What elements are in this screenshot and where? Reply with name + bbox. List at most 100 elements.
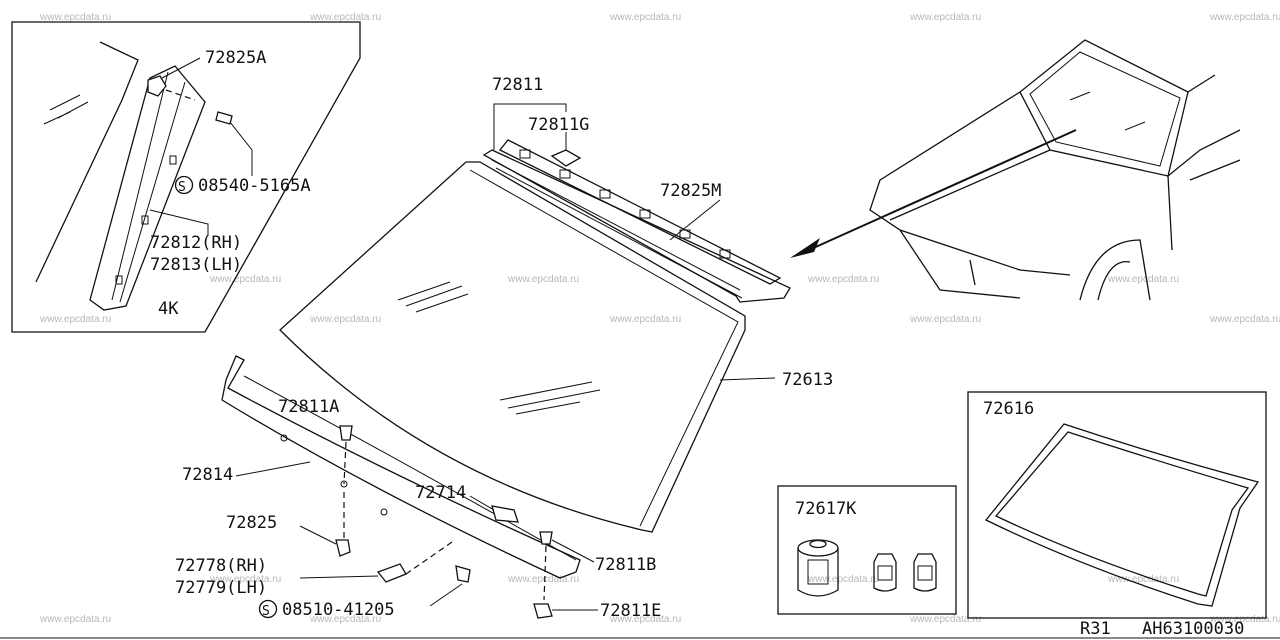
inset-frame (777, 485, 957, 615)
car-wheel-arch (1079, 239, 1151, 301)
part-label-72811a: 72811A (278, 397, 339, 417)
upper-molding: 72811 72811G 72825M (482, 75, 791, 303)
part-label-72778: 72778(RH) (175, 556, 267, 576)
watermark: www.epcdata.ru (1209, 12, 1280, 23)
car-side (1167, 159, 1241, 251)
footer: R31 AH63100030 (0, 619, 1280, 639)
watermark: www.epcdata.ru (39, 314, 111, 325)
watermark: www.epcdata.ru (807, 574, 879, 585)
watermark: www.epcdata.ru (39, 12, 111, 23)
part-label-72779: 72779(LH) (175, 578, 267, 598)
watermark: www.epcdata.ru (1209, 614, 1280, 625)
car-roof (1167, 74, 1241, 177)
arrow-head-icon (790, 238, 820, 258)
inset-frame (967, 391, 1267, 619)
bottle-icon (913, 553, 937, 592)
cowl-hole (280, 434, 288, 442)
watermark: www.epcdata.ru (209, 574, 281, 585)
watermark: www.epcdata.ru (209, 274, 281, 285)
seal-block (491, 505, 519, 523)
part-label-72825: 72825 (226, 513, 277, 533)
molding-slot (141, 215, 149, 225)
clip-icon (533, 603, 553, 619)
can-body (797, 548, 839, 597)
leader-line (429, 583, 463, 607)
seal-outline (984, 423, 1260, 607)
car-glass-reflection (1069, 91, 1146, 131)
seal-inner (994, 431, 1250, 597)
leader-line (551, 539, 595, 563)
inset-72616: 72616 (967, 391, 1267, 619)
top-molding-inner (491, 159, 743, 299)
pointer-arrow (799, 129, 1077, 255)
glass-edge-inner (469, 169, 739, 527)
watermark: www.epcdata.ru (909, 314, 981, 325)
part-label-72811g: 72811G (528, 115, 589, 135)
glass-reflection (43, 94, 89, 125)
inset-frame (11, 21, 361, 333)
bracket-icon (376, 563, 407, 583)
inset-4k: 72825A S 08540-5165A 72812(RH) 72813(LH)… (11, 21, 361, 333)
part-label-72825m: 72825M (660, 181, 721, 201)
leader-line (161, 57, 201, 79)
part-label-72714: 72714 (415, 483, 466, 503)
molding-slot (115, 275, 123, 285)
part-label-72814: 72814 (182, 465, 233, 485)
watermarks: www.epcdata.ru www.epcdata.ru www.epcdat… (39, 12, 1280, 625)
screw-icon (215, 111, 233, 125)
car-hood-line (889, 149, 1051, 221)
pillar-glass-edge (35, 41, 139, 283)
part-label-08540-5165a: 08540-5165A (198, 176, 311, 196)
leader-line (299, 525, 337, 545)
cowl-panel (221, 355, 581, 579)
watermark: www.epcdata.ru (507, 274, 579, 285)
car-sketch (790, 39, 1241, 301)
screw-icon (455, 565, 471, 583)
leader-line (469, 495, 495, 511)
glass-reflection (499, 381, 601, 415)
bottle-icon (873, 553, 897, 592)
part-label-08510-41205: 08510-41205 (282, 600, 395, 620)
watermark: www.epcdata.ru (609, 614, 681, 625)
glass-reflection (397, 281, 469, 313)
watermark: www.epcdata.ru (909, 614, 981, 625)
cowl-top: 72814 72811A 72825 72714 72778(RH) 72779… (175, 355, 661, 621)
screw-icon (339, 425, 353, 441)
clip-strip (498, 139, 782, 285)
watermark: www.epcdata.ru (309, 12, 381, 23)
leader-line (669, 199, 721, 241)
clip-icon (335, 539, 351, 557)
leader-line (235, 461, 311, 477)
screw-symbol: S (178, 180, 186, 195)
footer-code-right: AH63100030 (1142, 619, 1244, 639)
glass-outline (279, 161, 746, 533)
car-wheel (1097, 261, 1131, 301)
watermark: www.epcdata.ru (609, 12, 681, 23)
watermark: www.epcdata.ru (507, 574, 579, 585)
inset-72617k: 72617K (777, 485, 957, 615)
leader-line (149, 209, 209, 236)
part-label-72825a: 72825A (205, 48, 266, 68)
pillar-molding (89, 65, 206, 311)
pillar-molding-inner (111, 71, 186, 303)
part-label-72811b: 72811B (595, 555, 656, 575)
cowl-edge (243, 375, 577, 561)
bottle-label (917, 565, 933, 581)
car-windshield (1019, 39, 1189, 177)
leader-line (229, 121, 253, 176)
clip-icon (679, 229, 691, 239)
can-cap (809, 539, 827, 549)
clip-icon (639, 209, 651, 219)
watermark: www.epcdata.ru (309, 614, 381, 625)
screw-symbol-icon (258, 599, 278, 619)
watermark: www.epcdata.ru (909, 12, 981, 23)
car-hood (869, 91, 1071, 276)
clip-icon (599, 189, 611, 199)
inset-label-4k: 4K (158, 299, 179, 319)
clip-icon (719, 249, 731, 259)
assembly-line (543, 545, 547, 601)
part-label-72613: 72613 (782, 370, 833, 390)
clip-icon (519, 149, 531, 159)
watermark: www.epcdata.ru (39, 614, 111, 625)
